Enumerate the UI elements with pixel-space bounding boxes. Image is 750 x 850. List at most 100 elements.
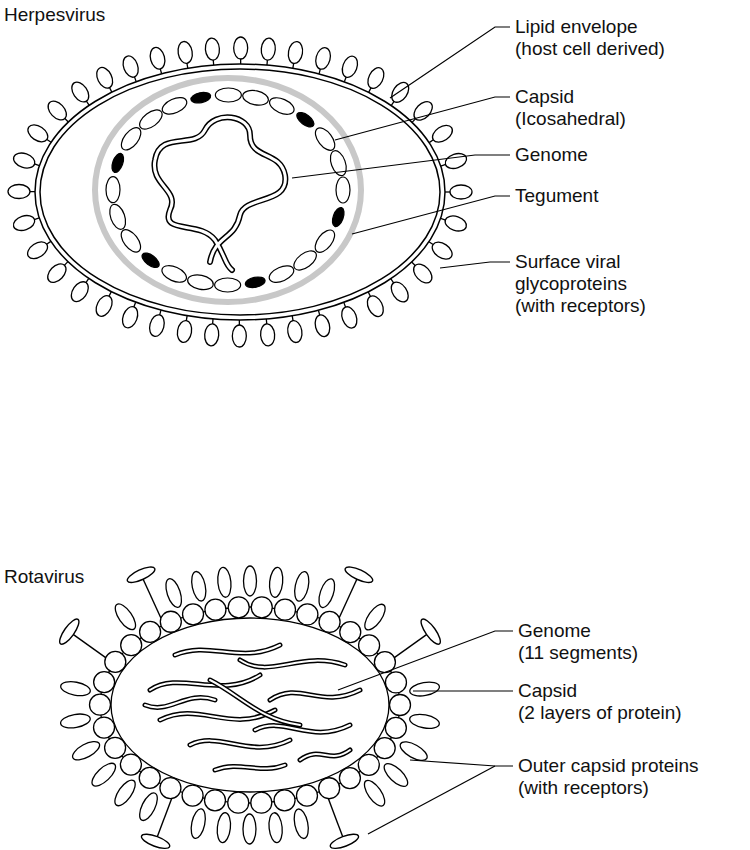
genome-segment-core <box>240 660 345 667</box>
capsid-unit <box>336 177 350 203</box>
herpesvirus-drawing <box>8 37 472 347</box>
glycoprotein-loop <box>93 65 115 91</box>
glycoprotein-loop <box>148 46 167 71</box>
genome-segment <box>240 660 345 667</box>
outer-capsid-protein <box>111 601 139 633</box>
genome-segment-core <box>300 750 350 760</box>
outer-protein-knob <box>125 564 156 586</box>
capsid-protein <box>390 695 411 716</box>
capsid-unit <box>117 226 144 255</box>
genome-segment <box>215 765 285 770</box>
leader-line <box>335 97 510 140</box>
genome-segment <box>300 750 350 760</box>
outer-capsid-protein <box>244 566 257 596</box>
capsid-vertex <box>190 91 212 105</box>
capsid-protein <box>339 768 360 789</box>
rotavirus-drawing <box>57 564 444 850</box>
capsid-protein <box>120 754 141 775</box>
lipid-envelope-inner <box>40 69 440 315</box>
glycoprotein-loop <box>260 38 276 61</box>
capsid-unit <box>312 125 339 154</box>
glycoprotein-loop <box>314 46 333 71</box>
glycoprotein-loop <box>205 38 221 61</box>
genome-segment <box>270 690 360 700</box>
capsid-protein <box>90 694 111 715</box>
capsid-unit <box>160 94 189 117</box>
glycoprotein-loop <box>11 213 36 233</box>
glycoprotein-loop <box>443 151 468 171</box>
capsid-vertex <box>110 152 126 174</box>
glycoprotein-loop <box>313 313 332 338</box>
capsid-protein <box>274 790 295 811</box>
outer-capsid-protein <box>189 808 208 840</box>
glycoprotein-loop <box>12 150 37 170</box>
glycoprotein-loop <box>388 79 412 105</box>
outer-capsid-protein <box>136 790 161 823</box>
capsid-unit <box>215 278 241 292</box>
genome-segment <box>150 675 260 690</box>
capsid-protein <box>205 599 226 620</box>
leader-line <box>338 631 513 690</box>
glycoprotein-loop <box>429 239 455 263</box>
capsid-unit <box>291 247 320 274</box>
capsid-protein <box>160 778 181 799</box>
glycoprotein-loop <box>8 184 30 198</box>
capsid-protein <box>228 792 249 813</box>
leader-line <box>390 27 510 98</box>
capsid-protein <box>275 599 296 620</box>
glycoprotein-loop <box>204 323 220 346</box>
part-label: Genome <box>515 144 588 166</box>
glycoprotein-loop <box>120 54 141 79</box>
genome-segment <box>210 680 300 725</box>
capsid-protein <box>319 778 340 799</box>
genome-segment-core <box>190 740 290 747</box>
glycoprotein-loop <box>68 79 92 105</box>
genome-segment-core <box>145 698 215 708</box>
glycoprotein-loop <box>340 54 361 79</box>
capsid-protein <box>296 785 317 806</box>
genome-strand <box>154 117 285 270</box>
outer-capsid-protein <box>216 567 232 598</box>
outer-capsid-protein <box>216 812 232 843</box>
capsid-unit <box>186 273 214 292</box>
part-label: Outer capsid proteins (with receptors) <box>518 755 718 799</box>
glycoprotein-loop <box>120 304 141 329</box>
genome-segment-core <box>210 680 300 725</box>
capsid-protein <box>121 635 142 656</box>
lipid-envelope-outer <box>35 64 445 320</box>
capsid-protein <box>374 738 395 759</box>
capsid-protein <box>105 651 126 672</box>
capsid-protein <box>251 792 272 813</box>
part-label: Surface viral glycoproteins (with recept… <box>515 251 655 317</box>
glycoprotein-loop <box>25 121 51 145</box>
outer-protein-stalk <box>141 575 164 625</box>
tegument-ring <box>95 78 361 302</box>
leader-line <box>292 155 510 178</box>
outer-capsid-protein <box>60 712 92 730</box>
glycoprotein-loop <box>176 319 193 343</box>
capsid-protein <box>385 717 406 738</box>
glycoprotein-loop <box>443 213 468 233</box>
leader-line <box>410 760 513 766</box>
part-label: Genome (11 segments) <box>518 620 648 664</box>
genome-segment <box>255 725 350 732</box>
leader-line <box>413 690 513 691</box>
outer-capsid-protein <box>292 570 311 602</box>
capsid-protein <box>358 754 379 775</box>
genome-segment <box>190 740 290 747</box>
capsid-protein <box>228 597 249 618</box>
genome-strand-core <box>154 117 285 270</box>
part-label: Capsid (2 layers of protein) <box>518 680 688 724</box>
leader-line <box>440 262 510 268</box>
capsid-unit <box>107 202 129 231</box>
genome-segment-core <box>255 725 350 732</box>
capsid-protein <box>319 611 340 632</box>
part-label: Capsid (Icosahedral) <box>515 86 645 130</box>
outer-capsid-protein <box>189 570 208 602</box>
capsid-unit <box>267 94 296 117</box>
capsid-unit <box>106 177 120 203</box>
outer-protein-knob <box>418 617 444 647</box>
glycoprotein-loop <box>176 40 193 64</box>
glycoprotein-loop <box>339 305 360 330</box>
glycoprotein-loop <box>429 122 455 146</box>
